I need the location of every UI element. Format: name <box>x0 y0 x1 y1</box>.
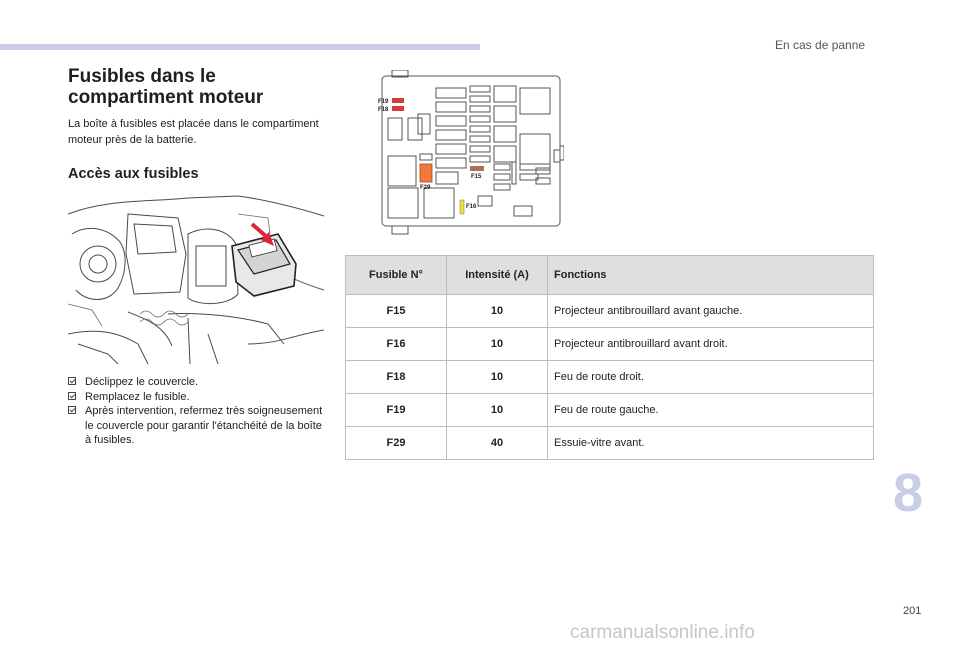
table-row: F15 10 Projecteur antibrouillard avant g… <box>345 294 874 328</box>
label-f19: F19 <box>378 99 389 105</box>
header-amperage: Intensité (A) <box>446 255 548 295</box>
watermark: carmanualsonline.info <box>570 622 755 643</box>
chapter-number: 8 <box>893 463 924 523</box>
red-arrow-icon <box>250 222 274 246</box>
page-number: 201 <box>903 605 922 617</box>
table-row: F29 40 Essuie-vitre avant. <box>345 426 874 460</box>
instruction-list: Déclippez le couvercle. Remplacez le fus… <box>68 375 330 448</box>
checkbox-icon <box>68 391 76 400</box>
engine-compartment-illustration <box>68 194 324 364</box>
intro-text: La boîte à fusibles est placée dans le c… <box>68 118 319 146</box>
checkbox-icon <box>68 377 76 385</box>
fuse-table: Fusible N° Intensité (A) Fonctions F15 1… <box>345 255 874 460</box>
table-header-row: Fusible N° Intensité (A) Fonctions <box>345 255 874 295</box>
table-row: F19 10 Feu de route gauche. <box>345 393 874 427</box>
list-item: Déclippez le couvercle. <box>68 375 330 390</box>
section-title: En cas de panne <box>775 38 866 52</box>
label-f29: F29 <box>420 185 431 191</box>
table-row: F16 10 Projecteur antibrouillard avant d… <box>345 327 874 361</box>
label-f15: F15 <box>471 174 482 180</box>
label-f16: F16 <box>466 204 477 210</box>
fuse-f19 <box>392 98 404 103</box>
fuse-f16 <box>459 199 465 215</box>
header-fuse: Fusible N° <box>345 255 447 295</box>
table-row: F18 10 Feu de route droit. <box>345 360 874 394</box>
header-bar <box>0 44 480 50</box>
page-title: Fusibles dans le compartiment moteur <box>68 66 264 108</box>
fuse-f18 <box>392 106 404 111</box>
label-f18: F18 <box>378 107 389 113</box>
header-functions: Fonctions <box>547 255 874 295</box>
subtitle: Accès aux fusibles <box>68 166 199 182</box>
fuse-f15 <box>470 166 484 171</box>
checkbox-icon <box>68 406 76 414</box>
list-item: Après intervention, refermez très soigne… <box>68 404 330 448</box>
fusebox-diagram: F19 F18 F15 F29 F16 <box>378 70 564 235</box>
fuse-f29 <box>419 163 433 183</box>
list-item: Remplacez le fusible. <box>68 390 330 405</box>
